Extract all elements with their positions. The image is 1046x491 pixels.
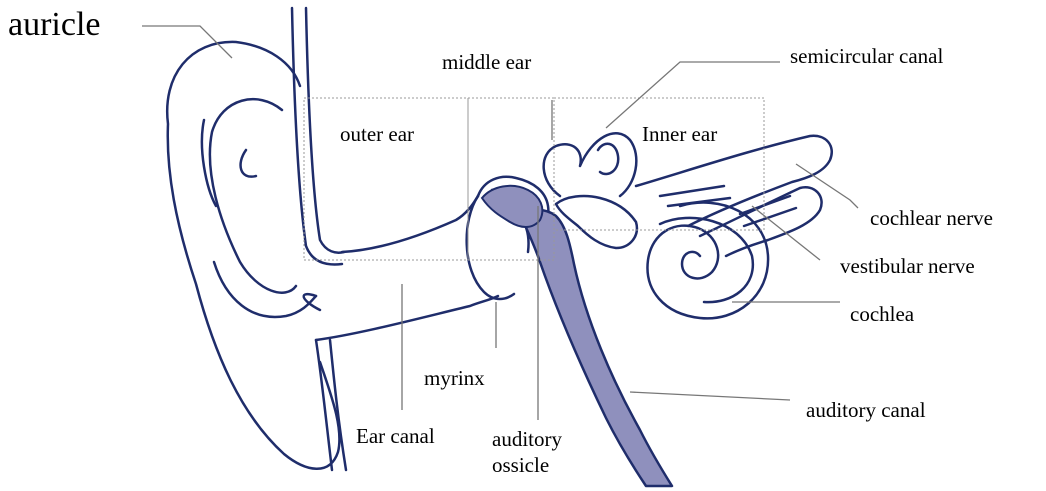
head-outline-inner xyxy=(306,8,344,253)
label-auditory-ossicle: auditory ossicle xyxy=(492,426,562,479)
label-semicircular-canal: semicircular canal xyxy=(790,46,943,67)
tragus-shape xyxy=(241,150,256,177)
cochlea-inner xyxy=(660,218,753,302)
cochlear-nerve-shape xyxy=(636,136,832,226)
label-cochlear-nerve: cochlear nerve xyxy=(870,208,993,229)
label-auricle: auricle xyxy=(8,8,101,42)
label-inner-ear: Inner ear xyxy=(642,124,717,145)
ear-canal-upper xyxy=(342,196,478,252)
ossicle-fill xyxy=(482,186,542,227)
lobe-fold xyxy=(214,262,316,317)
label-ear-canal: Ear canal xyxy=(356,426,435,447)
auditory-canal-leader xyxy=(630,392,790,400)
inner-ear-region xyxy=(554,98,764,230)
label-auditory-canal: auditory canal xyxy=(806,400,926,421)
semicircular-canal-shape xyxy=(544,133,637,196)
auricle-shape xyxy=(167,42,339,469)
label-myrinx: myrinx xyxy=(424,368,485,389)
vestibular-nerve-shape xyxy=(700,187,822,256)
neck-outline-outer xyxy=(316,340,332,470)
antihelix-shape xyxy=(210,99,296,292)
semicircular-leader xyxy=(606,62,780,128)
ear-canal-lower xyxy=(316,296,498,340)
label-middle-ear: middle ear xyxy=(442,52,531,73)
label-cochlea: cochlea xyxy=(850,304,914,325)
label-vestibular-nerve: vestibular nerve xyxy=(840,256,975,277)
nerve-fiber-1 xyxy=(660,186,724,196)
label-outer-ear: outer ear xyxy=(340,124,414,145)
